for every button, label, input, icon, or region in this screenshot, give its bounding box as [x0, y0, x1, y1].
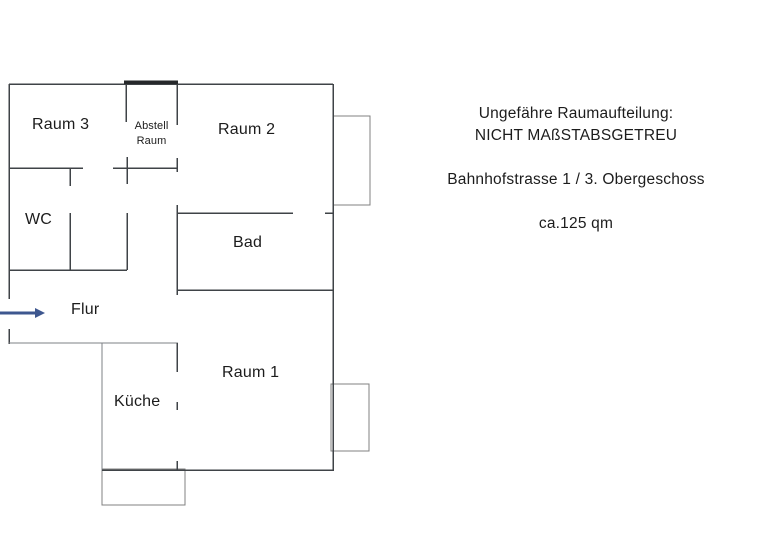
abstell-line1: Abstell [134, 120, 169, 132]
room-label-wc: WC [25, 211, 53, 228]
room-label-bad: Bad [233, 234, 263, 251]
room-label-abstellraum: Abstell Raum [125, 119, 178, 149]
window-box-raum1 [330, 383, 370, 452]
entrance-arrow [0, 308, 45, 318]
entrance-arrow-head [35, 308, 45, 318]
room-label-kueche: Küche [114, 393, 161, 410]
interior-walls [9, 84, 333, 470]
annotation-line-1: Ungefähre Raumaufteilung: [478, 105, 674, 122]
room-label-raum3: Raum 3 [32, 116, 90, 133]
balcony-box-kueche [101, 468, 186, 506]
annotation-block: Ungefähre Raumaufteilung: NICHT MAßSTABS… [420, 103, 732, 235]
annotation-line-4: ca.125 qm [538, 215, 614, 232]
abstell-line2: Raum [136, 135, 167, 147]
room-label-raum2: Raum 2 [218, 121, 276, 138]
annotation-line-3: Bahnhofstrasse 1 / 3. Obergeschoss [447, 171, 705, 188]
outer-walls [8, 80, 334, 471]
room-label-flur: Flur [71, 301, 100, 318]
window-box-raum2 [332, 115, 371, 206]
annotation-line-2: NICHT MAßSTABSGETREU [474, 127, 678, 144]
room-label-raum1: Raum 1 [222, 364, 280, 381]
